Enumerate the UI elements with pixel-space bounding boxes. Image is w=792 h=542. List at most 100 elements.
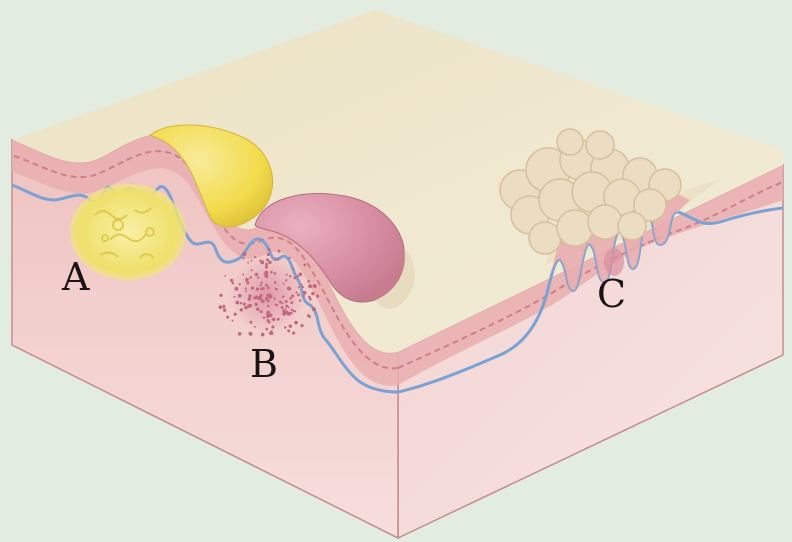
- infiltrate-dot: [267, 293, 270, 297]
- infiltrate-dot: [264, 265, 269, 269]
- infiltrate-dot: [265, 327, 269, 331]
- infiltrate-dot: [292, 267, 295, 270]
- infiltrate-dot: [271, 325, 275, 329]
- infiltrate-dot: [223, 308, 227, 312]
- infiltrate-dot: [238, 294, 241, 297]
- infiltrate-dot: [270, 270, 273, 274]
- infiltrate-dot: [266, 253, 270, 257]
- infiltrate-dot: [309, 297, 312, 301]
- infiltrate-dot: [267, 248, 271, 251]
- vesicle-cluster: [499, 128, 682, 255]
- infiltrate-dot: [260, 299, 265, 304]
- infiltrate-dot: [308, 295, 311, 299]
- infiltrate-dot: [244, 290, 247, 293]
- infiltrate-dot: [264, 274, 269, 278]
- infiltrate-dot: [282, 309, 286, 313]
- infiltrate-dot: [247, 304, 251, 308]
- infiltrate-dot: [292, 331, 296, 335]
- infiltrate-dot: [278, 300, 282, 304]
- infiltrate-dot: [266, 314, 270, 319]
- infiltrate-dot: [297, 286, 300, 289]
- infiltrate-dot: [258, 295, 263, 300]
- infiltrate-dot: [249, 276, 253, 279]
- infiltrate-dot: [316, 294, 320, 298]
- infiltrate-dot: [282, 311, 287, 316]
- infiltrate-dot: [281, 302, 284, 305]
- infiltrate-dot: [250, 269, 253, 272]
- infiltrate-dots: [218, 248, 320, 337]
- epidermis-band-side: [398, 165, 783, 385]
- infiltrate-dot: [231, 281, 235, 285]
- label-a: A: [62, 255, 90, 299]
- infiltrate-dot: [238, 283, 241, 286]
- infiltrate-dot: [234, 286, 239, 291]
- infiltrate-dot: [242, 252, 247, 256]
- infiltrate-dot: [298, 272, 303, 277]
- infiltrate-dot: [247, 278, 250, 281]
- infiltrate-dot: [289, 311, 293, 315]
- infiltrate-dot: [246, 281, 250, 285]
- infiltrate-dot: [290, 308, 294, 312]
- infiltrate-dot: [311, 291, 315, 296]
- infiltrate-dot: [219, 293, 223, 297]
- infiltrate-dot: [256, 307, 260, 312]
- infiltrate-dot: [265, 262, 269, 266]
- infiltrate-dot: [218, 305, 223, 309]
- infiltrate-dot: [273, 272, 277, 275]
- infiltrate-dot: [300, 323, 304, 328]
- infiltrate-dot: [250, 259, 253, 262]
- infiltrate-dot: [239, 308, 243, 312]
- infiltrate-dot: [303, 263, 307, 267]
- infiltrate-dot: [311, 307, 316, 312]
- infiltrate-dot: [307, 279, 311, 283]
- infiltrate-dot: [288, 256, 291, 259]
- infiltrate-dot: [286, 286, 291, 291]
- infiltrate-dot: [250, 286, 254, 290]
- infiltrate-dot: [280, 306, 284, 309]
- infiltrate-dot: [254, 256, 257, 259]
- infiltrate-dot: [266, 318, 270, 322]
- infiltrate-dot: [273, 297, 276, 300]
- infiltrate-dot: [268, 331, 273, 335]
- infiltrate-dot: [304, 291, 307, 294]
- infiltrate-dot: [253, 325, 256, 328]
- infiltrate-dot: [292, 310, 295, 313]
- infiltrate-dot: [266, 299, 270, 303]
- infiltrate-dot: [302, 294, 306, 297]
- infiltrate-dot: [300, 283, 303, 286]
- pink-dome: [254, 193, 406, 303]
- infiltrate-dot: [285, 279, 288, 282]
- infiltrate-dot: [284, 326, 287, 329]
- epidermis-texture-front: [13, 150, 399, 370]
- infiltrate-dot: [233, 312, 237, 316]
- infiltrate-dot: [262, 316, 266, 320]
- label-b: B: [250, 342, 278, 386]
- infiltrate-dot: [259, 310, 263, 314]
- infiltrate-dot: [260, 260, 265, 265]
- infiltrate-dot: [239, 302, 243, 305]
- infiltrate-dot: [287, 306, 290, 309]
- infiltrate-dot: [291, 294, 295, 298]
- infiltrate-dot: [263, 272, 266, 275]
- infiltrate-dot: [244, 305, 248, 310]
- infiltrate-dot: [277, 249, 281, 253]
- infiltrate-dot: [266, 286, 270, 290]
- fatty-nodule: [70, 184, 186, 280]
- infiltrate-dot: [222, 304, 225, 307]
- infiltrate-dot: [254, 302, 258, 307]
- infiltrate-dot: [242, 302, 246, 306]
- infiltrate-dot: [254, 272, 259, 277]
- infiltrate-dot: [275, 287, 278, 291]
- infiltrate-dot: [288, 324, 292, 328]
- infiltrate-dot: [247, 261, 250, 264]
- infiltrate-dot: [293, 276, 297, 280]
- infiltrate-dot: [266, 310, 271, 315]
- infiltrate-dot: [284, 308, 287, 311]
- infiltrate-dot: [253, 296, 257, 300]
- dermal-nodule-c: [604, 248, 624, 276]
- pink-dome-shadow: [375, 248, 415, 309]
- infiltrate-dot: [242, 273, 245, 276]
- infiltrate-dot: [285, 304, 289, 308]
